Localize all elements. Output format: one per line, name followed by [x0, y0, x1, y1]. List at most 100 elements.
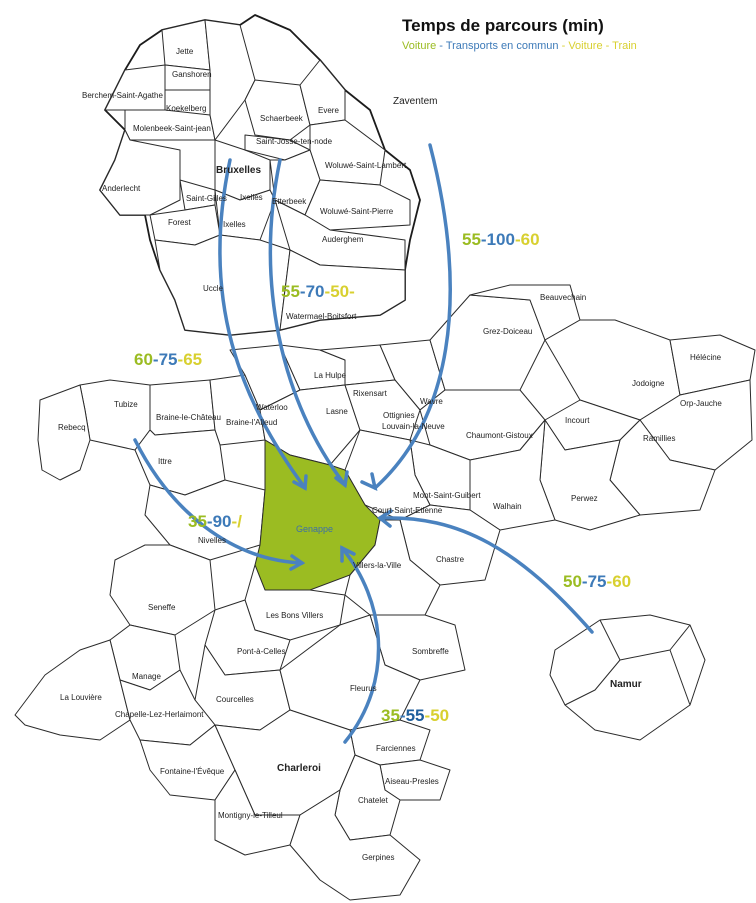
label-montigny: Montigny-le-Tilleul	[218, 811, 283, 820]
commune-seneffe	[109, 544, 216, 636]
travel-dash: -	[299, 282, 306, 301]
label-fontaine: Fontaine-l'Évêque	[160, 767, 225, 776]
label-uccle: Uccle	[203, 284, 224, 293]
travel-train: 50	[430, 706, 450, 725]
label-ganshoren: Ganshoren	[172, 70, 212, 79]
commune-braine-chateau	[149, 379, 216, 436]
label-berchem: Berchem-Saint-Agathe	[82, 91, 163, 100]
label-incourt: Incourt	[565, 416, 590, 425]
arrowhead-zaventem	[360, 472, 378, 492]
label-chapelle: Chapelle-Lez-Herlaimont	[115, 710, 204, 719]
label-court: Court-Saint-Etienne	[372, 506, 443, 515]
label-koekelberg: Koekelberg	[166, 104, 207, 113]
travel-dash: -	[177, 350, 184, 369]
travel-car: 35	[188, 512, 207, 531]
label-etterbeek: Etterbeek	[272, 197, 307, 206]
label-schaerbeek: Schaerbeek	[260, 114, 303, 123]
travel-transit: 75	[158, 350, 178, 369]
label-la-hulpe: La Hulpe	[314, 371, 347, 380]
travel-arrows	[133, 143, 594, 744]
label-woluwe-pierre: Woluwé-Saint-Pierre	[320, 207, 394, 216]
legend-title: Temps de parcours (min)	[402, 16, 604, 35]
travel-dash: -	[424, 706, 431, 725]
label-auderghem: Auderghem	[322, 235, 364, 244]
label-walhain: Walhain	[493, 502, 522, 511]
label-zaventem: Zaventem	[393, 96, 438, 107]
travel-transit: 55	[405, 706, 425, 725]
travel-dash: -	[231, 512, 238, 531]
legend-transit: Transports en commun	[445, 40, 559, 52]
label-la-louviere: La Louvière	[60, 693, 102, 702]
arrow-from-watermael	[268, 158, 347, 487]
travel-dash: -	[324, 282, 331, 301]
label-jette: Jette	[176, 47, 194, 56]
label-braine-alleud: Braine-l'Alleud	[226, 418, 278, 427]
arrow-from-charleroi	[340, 546, 381, 744]
travel-car: 55	[281, 282, 300, 301]
travel-transit: 100	[486, 230, 515, 249]
travel-train: /	[237, 512, 242, 531]
travel-dash: -	[581, 572, 588, 591]
label-bruxelles: Bruxelles	[216, 165, 262, 176]
travel-transit: 90	[212, 512, 232, 531]
commune-anderlecht	[99, 129, 181, 216]
label-woluwe-lambert: Woluwé-Saint-Lambert	[325, 161, 407, 170]
legend-train: Voiture - Train	[568, 40, 637, 52]
arrow-from-tubize	[133, 438, 304, 565]
travel-car: 50	[563, 572, 582, 591]
commune-berchem	[104, 64, 166, 111]
label-genappe: Genappe	[296, 524, 334, 534]
label-fleurus: Fleurus	[350, 684, 377, 693]
label-ramillies: Ramillies	[643, 434, 676, 443]
travel-train: 60	[520, 230, 540, 249]
legend-subtitle: Voiture - Transports en commun - Voiture…	[402, 40, 637, 52]
travel-dash: -	[206, 512, 213, 531]
travel-time-zaventem: 55-100-60	[462, 231, 540, 248]
arrowhead-bruxelles	[292, 474, 308, 491]
travel-transit: 70	[305, 282, 325, 301]
commune-rebecq	[37, 384, 91, 481]
travel-car: 60	[134, 350, 153, 369]
travel-dash: -	[349, 282, 355, 301]
travel-time-bruxelles: 60-75-65	[134, 351, 202, 368]
label-seneffe: Seneffe	[148, 603, 176, 612]
walloon-communes	[14, 284, 756, 901]
label-saint-gilles: Saint-Gilles	[186, 194, 227, 203]
label-ittre: Ittre	[158, 457, 172, 466]
label-molenbeek: Molenbeek-Saint-jean	[133, 124, 211, 133]
legend-car: Voiture	[402, 40, 437, 52]
arrowhead-charleroi	[340, 545, 356, 563]
label-beauvechain: Beauvechain	[540, 293, 587, 302]
arrowhead-watermael	[334, 470, 349, 489]
travel-time-watermael: 55-70-50-	[281, 283, 355, 300]
label-wavre: Wavre	[420, 397, 443, 406]
commune-namur-inner-1	[564, 619, 621, 706]
travel-dash: -	[606, 572, 613, 591]
commune-jodoigne	[544, 319, 681, 421]
label-lasne: Lasne	[326, 407, 348, 416]
commune-namur-inner-3	[669, 649, 691, 706]
travel-dash: -	[152, 350, 159, 369]
arrow-from-namur	[378, 516, 594, 634]
label-villers: Villers-la-Ville	[353, 561, 402, 570]
travel-time-namur: 50-75-60	[563, 573, 631, 590]
label-manage: Manage	[132, 672, 161, 681]
label-grez: Grez-Doiceau	[483, 327, 533, 336]
label-waterloo: Waterloo	[256, 403, 288, 412]
label-ixelles: Ixelles	[223, 220, 246, 229]
label-aiseau: Aiseau-Presles	[385, 777, 439, 786]
label-saint-josse: Saint-Josse-ten-node	[256, 137, 333, 146]
label-nivelles: Nivelles	[198, 536, 227, 545]
label-tubize: Tubize	[114, 400, 138, 409]
label-bons-villers: Les Bons Villers	[266, 611, 324, 620]
label-perwez: Perwez	[571, 494, 598, 503]
legend-separator: -	[436, 40, 446, 52]
label-chatelet: Chatelet	[358, 796, 388, 805]
label-orp: Orp-Jauche	[680, 399, 722, 408]
label-evere: Evere	[318, 106, 339, 115]
commune-ottignies	[344, 379, 421, 441]
label-rebecq: Rebecq	[58, 423, 86, 432]
label-ixelles-top: Ixelles	[240, 193, 263, 202]
arrowhead-tubize	[289, 554, 306, 571]
